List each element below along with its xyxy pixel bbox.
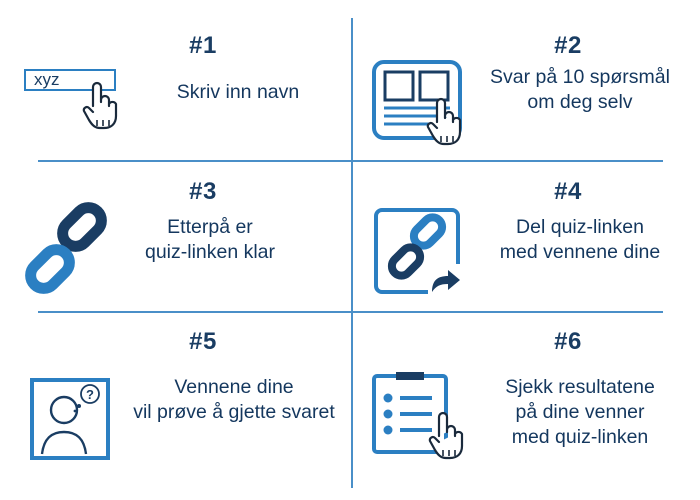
thinking-person-icon: ? <box>30 378 110 460</box>
pointing-hand-icon <box>428 410 464 460</box>
step-description: Skriv inn navn <box>176 81 300 103</box>
step-description: Etterpå er quiz-linken klar <box>144 216 276 263</box>
step-description: Sjekk resultatene på dine venner med qui… <box>505 376 655 448</box>
step-number: #4 <box>554 178 582 205</box>
step-number: #5 <box>189 328 217 355</box>
step-description: Svar på 10 spørsmål om deg selv <box>490 66 670 113</box>
pointing-hand-icon <box>82 80 118 130</box>
step-number: #1 <box>189 32 217 59</box>
horizontal-divider-top <box>38 160 663 162</box>
vertical-divider <box>351 18 353 488</box>
link-icon <box>20 202 110 294</box>
step-number: #2 <box>554 32 582 59</box>
step-number: #3 <box>189 178 217 205</box>
step-number: #6 <box>554 328 582 355</box>
svg-text:?: ? <box>86 387 94 402</box>
share-link-icon <box>374 208 466 298</box>
step-description: Vennene dine vil prøve å gjette svaret <box>133 376 335 423</box>
horizontal-divider-bottom <box>38 311 663 313</box>
pointing-hand-icon <box>426 96 462 146</box>
step-description: Del quiz-linken med vennene dine <box>499 216 661 263</box>
